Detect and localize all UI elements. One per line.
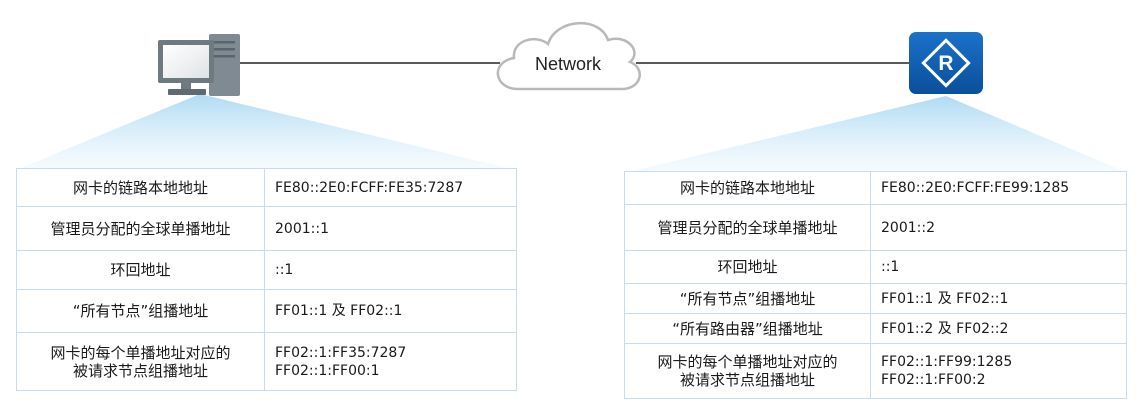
router-address-table: 网卡的链路本地地址 FE80::2E0:FCFF:FE99:1285 管理员分配…: [624, 171, 1127, 399]
pc-icon: [158, 34, 240, 96]
cloud-icon: [496, 22, 641, 91]
row-key: 环回地址: [624, 250, 871, 284]
row-value: FF02::1:FF35:7287 FF02::1:FF00:1: [264, 332, 517, 391]
table-row: 网卡的每个单播地址对应的 被请求节点组播地址 FF02::1:FF35:7287…: [16, 332, 517, 391]
row-value: ::1: [264, 250, 517, 290]
row-value-line: FF02::1:FF35:7287: [275, 344, 407, 361]
row-value: FE80::2E0:FCFF:FE99:1285: [870, 171, 1127, 205]
pc-address-table: 网卡的链路本地地址 FE80::2E0:FCFF:FE35:7287 管理员分配…: [16, 168, 517, 391]
table-row: 管理员分配的全球单播地址 2001::2: [624, 204, 1127, 251]
row-key: 环回地址: [16, 250, 265, 290]
row-key: 管理员分配的全球单播地址: [624, 204, 871, 251]
table-row: 管理员分配的全球单播地址 2001::1: [16, 206, 517, 251]
network-label: Network: [534, 54, 601, 74]
table-row: 网卡的链路本地地址 FE80::2E0:FCFF:FE99:1285: [624, 171, 1127, 205]
row-key: “所有节点”组播地址: [624, 283, 871, 314]
row-value-line: FF02::1:FF99:1285: [881, 354, 1013, 370]
row-value: ::1: [870, 250, 1127, 284]
row-key: 网卡的链路本地地址: [624, 171, 871, 205]
row-value: 2001::2: [870, 204, 1127, 251]
row-value: FF01::2 及 FF02::2: [870, 313, 1127, 344]
pc-glow-beam: [16, 94, 516, 170]
table-row: 网卡的每个单播地址对应的 被请求节点组播地址 FF02::1:FF99:1285…: [624, 343, 1127, 399]
router-icon: R: [909, 32, 983, 94]
row-value: FF01::1 及 FF02::1: [870, 283, 1127, 314]
row-key: “所有节点”组播地址: [16, 289, 265, 333]
row-key: 网卡的每个单播地址对应的 被请求节点组播地址: [624, 343, 871, 399]
row-key-line: 网卡的每个单播地址对应的: [50, 343, 231, 362]
table-row: 环回地址 ::1: [16, 250, 517, 290]
row-key-line: 被请求节点组播地址: [679, 371, 815, 389]
svg-text:R: R: [938, 52, 953, 75]
row-value: 2001::1: [264, 206, 517, 251]
row-value: FF02::1:FF99:1285 FF02::1:FF00:2: [870, 343, 1127, 399]
router-glow-beam: [624, 96, 1128, 173]
row-key-line: 网卡的每个单播地址对应的: [657, 353, 838, 371]
row-value: FE80::2E0:FCFF:FE35:7287: [264, 168, 517, 207]
row-key: 网卡的链路本地地址: [16, 168, 265, 207]
table-row: “所有路由器”组播地址 FF01::2 及 FF02::2: [624, 313, 1127, 344]
row-value-line: FF02::1:FF00:1: [275, 362, 380, 379]
row-value-line: FF02::1:FF00:2: [881, 372, 986, 388]
table-row: “所有节点”组播地址 FF01::1 及 FF02::1: [16, 289, 517, 333]
row-key-line: 被请求节点组播地址: [72, 361, 208, 380]
table-row: “所有节点”组播地址 FF01::1 及 FF02::1: [624, 283, 1127, 314]
row-value: FF01::1 及 FF02::1: [264, 289, 517, 333]
row-key: “所有路由器”组播地址: [624, 313, 871, 344]
row-key: 网卡的每个单播地址对应的 被请求节点组播地址: [16, 332, 265, 391]
table-row: 环回地址 ::1: [624, 250, 1127, 284]
table-row: 网卡的链路本地地址 FE80::2E0:FCFF:FE35:7287: [16, 168, 517, 207]
row-key: 管理员分配的全球单播地址: [16, 206, 265, 251]
